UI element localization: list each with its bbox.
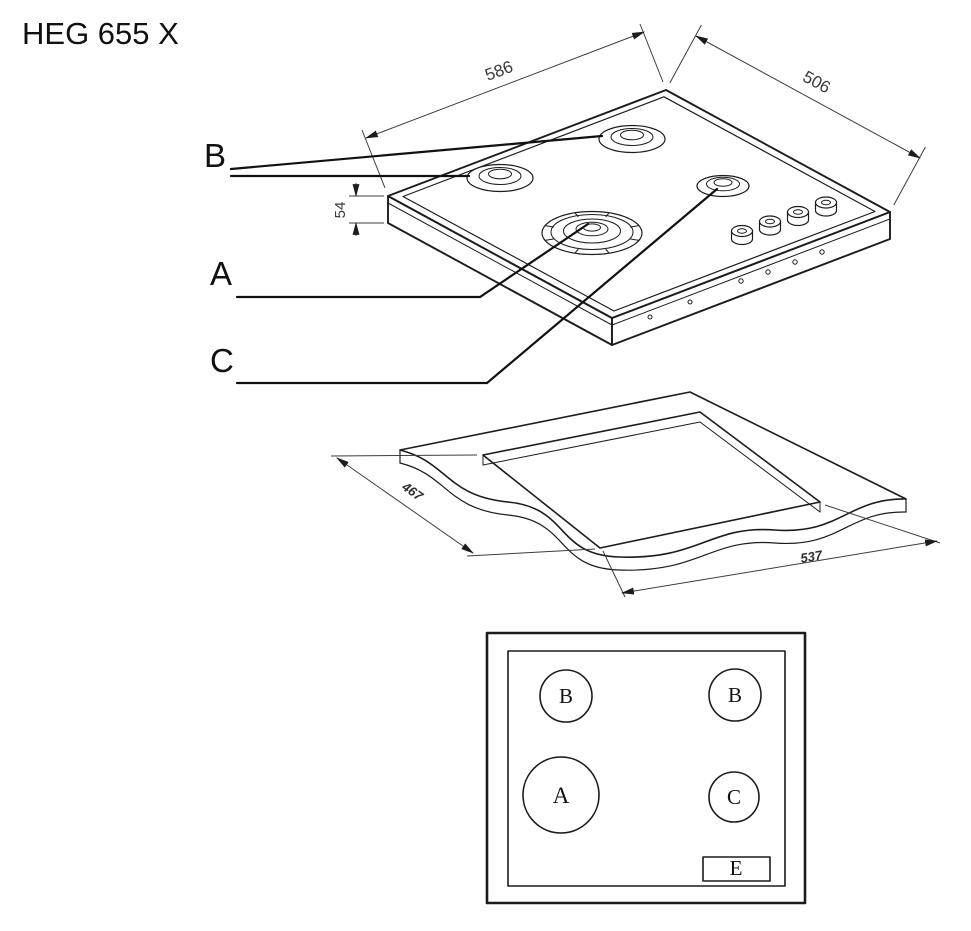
plan-burner-bottom-right-label: C <box>727 785 741 809</box>
hob-top-surface <box>387 89 891 319</box>
dimension-586-text: 586 <box>482 57 515 85</box>
body-screw-holes <box>647 249 825 320</box>
cutout-hole <box>482 411 821 549</box>
burner-b-left <box>466 163 534 193</box>
plan-burner-top-right-label: B <box>728 683 742 707</box>
plan-inner-frame <box>507 650 786 887</box>
label-b: B <box>204 137 226 174</box>
control-knobs <box>730 196 838 246</box>
dimension-506-text: 506 <box>800 67 834 97</box>
leader-lines <box>229 134 719 385</box>
plan-burner-bottom-right: C <box>708 771 760 823</box>
plan-burner-top-right: B <box>708 668 762 722</box>
plan-control-panel: E <box>702 856 771 882</box>
dimension-537-text: 537 <box>799 547 824 565</box>
plan-control-panel-box <box>702 856 771 882</box>
dimension-537: 537 <box>602 504 941 598</box>
cutout-drawing: 467 537 <box>330 391 941 598</box>
dimension-54-text: 54 <box>332 202 349 219</box>
dimension-54: 54 <box>332 183 384 236</box>
label-c: C <box>210 342 234 379</box>
isometric-drawing: 586 506 54 B A C <box>204 23 926 385</box>
plan-view: B B A C E <box>485 631 807 905</box>
burner-b-top <box>598 124 666 154</box>
plan-control-panel-label: E <box>730 856 743 880</box>
plan-burner-bottom-left-label: A <box>553 783 570 808</box>
plan-burner-top-left-label: B <box>559 684 573 708</box>
dimension-467-text: 467 <box>399 478 427 504</box>
burner-a-center <box>541 210 643 256</box>
burner-c-right <box>696 174 750 198</box>
plan-burner-bottom-left: A <box>522 756 600 834</box>
plan-burner-top-left: B <box>539 669 593 723</box>
label-a: A <box>210 255 232 292</box>
page-title: HEG 655 X <box>22 16 179 51</box>
